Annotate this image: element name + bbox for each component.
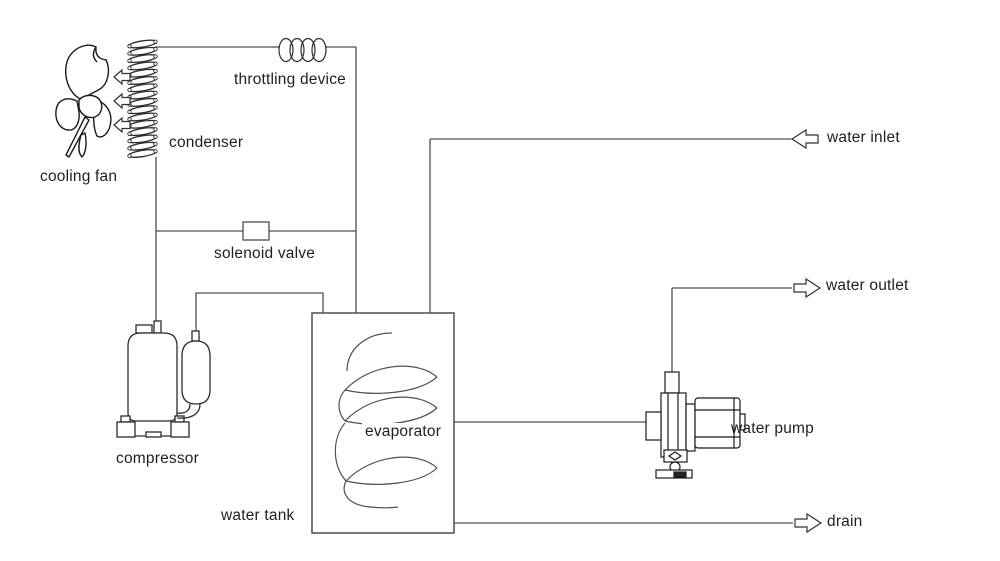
throttling-device-coil <box>278 37 327 63</box>
condenser-label: condenser <box>169 134 244 151</box>
condenser-coil <box>127 38 158 160</box>
evaporator-label: evaporator <box>362 423 445 441</box>
cooling-fan-icon <box>55 44 112 158</box>
airflow-arrow-icons <box>113 69 131 133</box>
throttling-device-label: throttling device <box>234 71 346 88</box>
accumulator-symbol <box>176 330 211 419</box>
cooling-fan-label: cooling fan <box>40 168 118 185</box>
water-inlet-label: water inlet <box>827 129 900 146</box>
water-pump-label: water pump <box>731 420 814 437</box>
evaporator-coil <box>334 332 438 509</box>
water-tank-label: water tank <box>221 507 295 524</box>
water-outlet-label: water outlet <box>826 277 909 294</box>
compressor-symbol <box>116 320 190 438</box>
water-outlet-arrow-icon <box>793 278 821 298</box>
solenoid-valve-label: solenoid valve <box>214 245 316 262</box>
solenoid-valve-symbol <box>242 221 270 241</box>
water-pump-symbol <box>645 371 746 479</box>
pipe-lines <box>155 46 793 524</box>
pipe-suction-line <box>195 292 324 331</box>
water-inlet-arrow-icon <box>791 129 819 149</box>
drain-label: drain <box>827 513 863 530</box>
water-tank-outline <box>311 312 455 534</box>
drain-arrow-icon <box>794 513 822 533</box>
compressor-label: compressor <box>116 450 199 467</box>
